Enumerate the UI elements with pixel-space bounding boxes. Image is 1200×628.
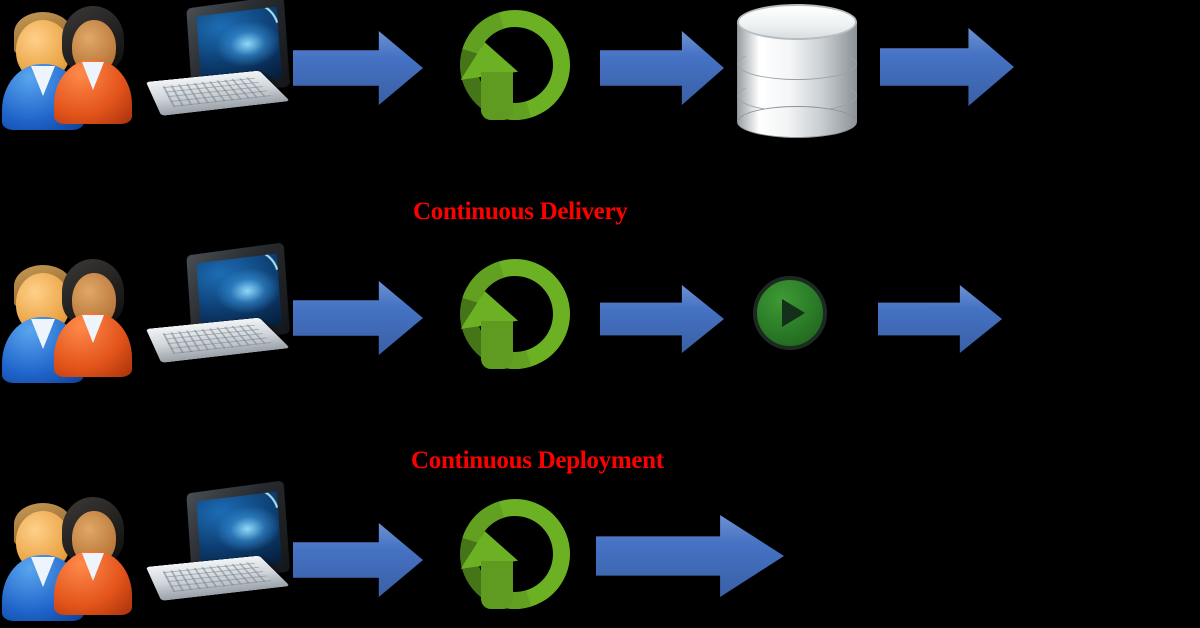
user-person-orange [54,259,132,379]
refresh-arrow-tail [481,321,513,369]
blue-arrow-icon [293,523,423,597]
continuous-delivery-row [0,239,1200,395]
refresh-arrow-tail [481,561,513,609]
play-triangle-icon [782,299,805,327]
database-top-disc [737,4,857,40]
blue-arrow-icon [600,285,724,353]
refresh-arrows-icon [436,479,590,628]
database-bottom-disc [737,106,857,138]
users-icon [2,495,132,627]
refresh-arrows-icon [436,239,590,389]
label-continuous-delivery: Continuous Delivery [413,198,628,225]
continuous-deployment-row [0,479,1200,628]
label-continuous-deployment: Continuous Deployment [411,447,664,474]
blue-arrow-icon [293,281,423,355]
laptop-icon [140,242,291,383]
database-icon [737,4,857,138]
laptop-keyboard [162,323,272,355]
laptop-keyboard [162,561,272,593]
laptop-icon [140,0,291,136]
refresh-arrows-icon [436,0,590,140]
play-button-icon [753,276,827,350]
database-divider [737,48,857,80]
laptop-keyboard [162,76,272,108]
laptop-icon [140,480,291,621]
users-icon [2,257,132,389]
continuous-integration-row [0,0,1200,150]
users-icon [2,4,132,136]
user-person-orange [54,497,132,617]
blue-arrow-icon [600,31,724,105]
blue-arrow-icon [293,31,423,105]
refresh-arrow-tail [481,72,513,120]
blue-arrow-icon [878,285,1002,353]
blue-arrow-icon [880,28,1014,106]
blue-arrow-long-icon [596,515,784,597]
user-person-orange [54,6,132,126]
